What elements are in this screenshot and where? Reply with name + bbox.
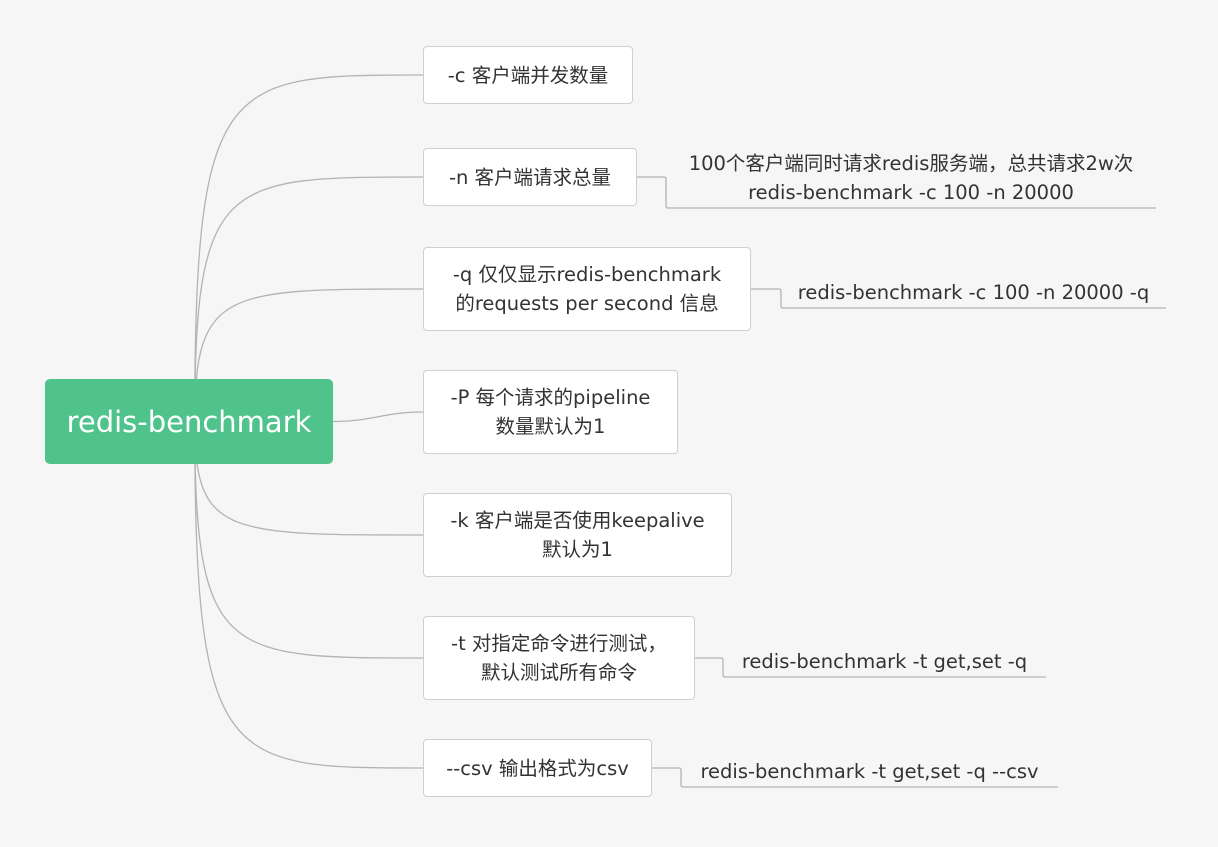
branch-connector (194, 421, 424, 769)
option-label-line: -q 仅仅显示redis-benchmark (452, 263, 722, 286)
option-node-p[interactable]: -P 每个请求的pipeline 数量默认为1 (423, 370, 678, 454)
option-label-line: --csv 输出格式为csv (446, 756, 629, 780)
note-csv: redis-benchmark -t get,set -q --csv (681, 757, 1058, 786)
note-q: redis-benchmark -c 100 -n 20000 -q (781, 278, 1166, 307)
note-line: redis-benchmark -c 100 -n 20000 -q (797, 281, 1150, 304)
option-label-line: 默认测试所有命令 (480, 661, 637, 684)
branch-connector (194, 288, 424, 422)
option-label-line: -t 对指定命令进行测试， (451, 632, 667, 655)
root-label: redis-benchmark (66, 404, 312, 439)
branch-connector (194, 421, 424, 659)
note-connector (695, 657, 1046, 678)
option-node-n[interactable]: -n 客户端请求总量 (423, 148, 637, 206)
note-n: 100个客户端同时请求redis服务端，总共请求2w次 redis-benchm… (666, 149, 1156, 207)
note-line: redis-benchmark -t get,set -q --csv (700, 760, 1039, 783)
option-label-line: 数量默认为1 (495, 415, 606, 438)
option-node-t[interactable]: -t 对指定命令进行测试， 默认测试所有命令 (423, 616, 695, 700)
branch-connector (194, 176, 424, 422)
note-connector (751, 288, 1166, 309)
note-t: redis-benchmark -t get,set -q (723, 647, 1046, 676)
option-node-csv[interactable]: --csv 输出格式为csv (423, 739, 652, 797)
note-connector (652, 767, 1058, 788)
note-line: redis-benchmark -c 100 -n 20000 (748, 181, 1074, 204)
branch-connector (332, 411, 424, 423)
option-node-k[interactable]: -k 客户端是否使用keepalive 默认为1 (423, 493, 732, 577)
option-label-line: -n 客户端请求总量 (448, 165, 612, 189)
option-node-q[interactable]: -q 仅仅显示redis-benchmark 的requests per sec… (423, 247, 751, 331)
option-label-line: -c 客户端并发数量 (447, 63, 609, 87)
option-node-c[interactable]: -c 客户端并发数量 (423, 46, 633, 104)
note-line: redis-benchmark -t get,set -q (741, 650, 1028, 673)
option-label-line: 默认为1 (542, 538, 613, 561)
branch-connector (194, 74, 424, 422)
option-label-line: -P 每个请求的pipeline (450, 386, 651, 409)
root-node[interactable]: redis-benchmark (45, 379, 333, 464)
note-line: 100个客户端同时请求redis服务端，总共请求2w次 (688, 152, 1134, 175)
option-label-line: 的requests per second 信息 (455, 292, 719, 315)
option-label-line: -k 客户端是否使用keepalive (450, 509, 705, 532)
note-connector (637, 176, 1156, 209)
